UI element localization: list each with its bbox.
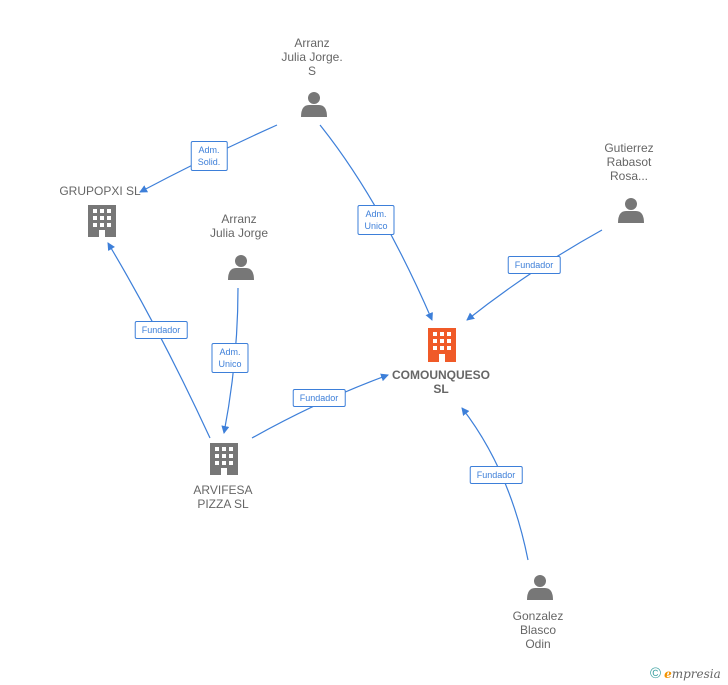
edge-arvifesa-to-grupopxi (107, 242, 211, 439)
node-label-line: Gonzalez (512, 609, 564, 623)
edge-label-line: Fundador (141, 325, 181, 335)
edge-label-adm-unico: Adm. Unico (211, 343, 249, 373)
node-arvifesa[interactable]: ARVIFESA PIZZA SL (193, 483, 252, 511)
node-label-line: GRUPOPXI SL (59, 184, 141, 198)
brand-initial: e (664, 667, 672, 681)
edge-gutierrez-to-comounqueso (466, 229, 603, 321)
edge-label-adm-unico: Adm. Unico (357, 205, 395, 235)
edge-gonzalez-to-comounqueso (461, 407, 529, 561)
edge-label-line: Adm. (219, 347, 241, 357)
brand-footer: ©empresia (650, 665, 721, 682)
node-label-line: ARVIFESA (193, 483, 253, 497)
edge-label-line: Adm. (365, 209, 387, 219)
node-gutierrez-rabasot[interactable]: Gutierrez Rabasot Rosa... (604, 141, 653, 183)
node-label-line: Gutierrez (604, 141, 654, 155)
edge-label-fundador: Fundador (507, 256, 561, 274)
building-icon (210, 443, 238, 475)
node-arranz-julia-jorge-s[interactable]: Arranz Julia Jorge. S (281, 36, 342, 78)
edge-label-line: Solid. (197, 157, 221, 167)
edge-label-line: Fundador (299, 393, 339, 403)
building-icon (88, 205, 116, 237)
person-icon (618, 198, 644, 223)
node-grupopxi[interactable]: GRUPOPXI SL (59, 184, 140, 198)
node-label-line: Julia Jorge. (281, 50, 343, 64)
person-icon (228, 255, 254, 280)
node-label-line: Arranz (294, 36, 330, 50)
building-icon-main (428, 328, 456, 362)
brand-rest: mpresia (671, 667, 721, 681)
node-label-line: PIZZA SL (197, 497, 249, 511)
node-label-line: Blasco (519, 623, 557, 637)
person-icon (527, 575, 553, 600)
edge-label-fundador: Fundador (134, 321, 188, 339)
node-label-line: Odin (525, 637, 551, 651)
edge-label-line: Unico (364, 221, 388, 231)
node-label-line: Rabasot (606, 155, 652, 169)
node-label-line: SL (433, 382, 449, 396)
copyright-icon: © (650, 665, 662, 682)
node-comounqueso[interactable]: COMOUNQUESO SL (392, 368, 490, 396)
node-gonzalez-blasco[interactable]: Gonzalez Blasco Odin (513, 609, 564, 651)
brand-logo[interactable]: empresia (664, 667, 721, 681)
node-label-line: Arranz (221, 212, 257, 226)
edge-label-line: Fundador (514, 260, 554, 270)
edge-label-line: Adm. (198, 145, 220, 155)
node-label-line: COMOUNQUESO (391, 368, 491, 382)
node-label-line: Julia Jorge (209, 226, 269, 240)
node-arranz-julia-jorge[interactable]: Arranz Julia Jorge (210, 212, 268, 240)
node-label-line: Rosa... (609, 169, 649, 183)
edge-label-line: Unico (218, 359, 242, 369)
edge-label-fundador: Fundador (292, 389, 346, 407)
edge-label-line: Fundador (476, 470, 516, 480)
person-icon (301, 92, 327, 117)
edge-label-adm-solid: Adm. Solid. (190, 141, 228, 171)
node-label-line: S (307, 64, 316, 78)
edge-label-fundador: Fundador (469, 466, 523, 484)
